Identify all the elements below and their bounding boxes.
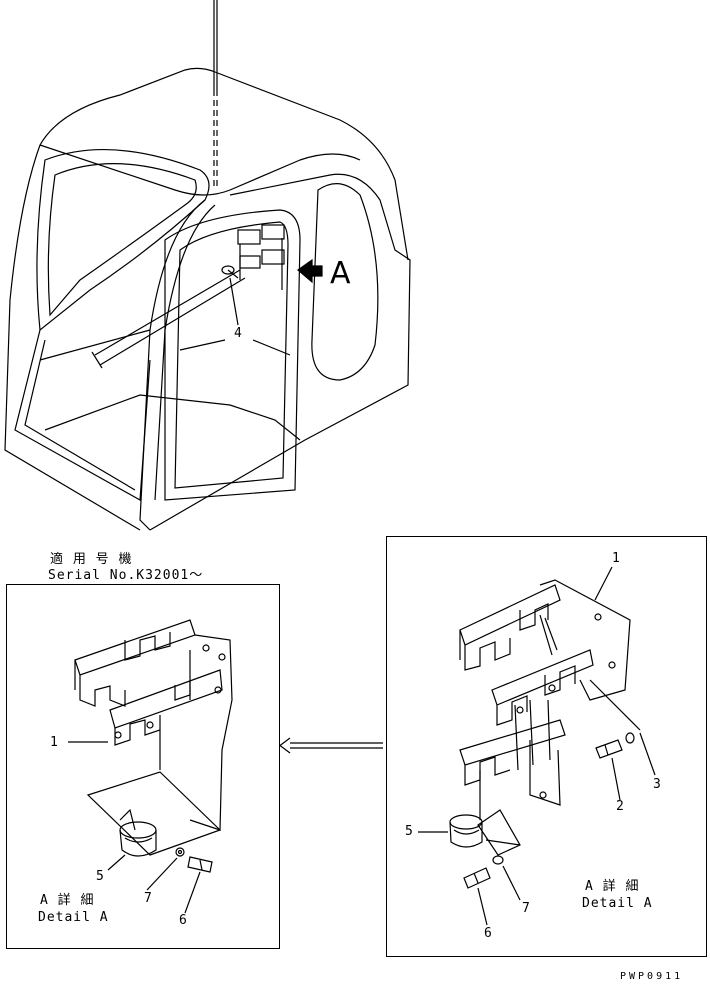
left-detail-title-jp: A 詳 細 <box>40 893 95 908</box>
right-callout-6: 6 <box>484 926 492 941</box>
right-callout-1: 1 <box>612 551 620 566</box>
right-callout-5: 5 <box>405 824 413 839</box>
view-arrow-label: A <box>330 256 351 291</box>
left-detail-title-en: Detail A <box>38 910 109 925</box>
right-detail-illustration <box>418 566 656 926</box>
right-callout-7: 7 <box>522 901 530 916</box>
left-detail-illustration <box>68 619 233 914</box>
right-detail-title-en: Detail A <box>582 896 653 911</box>
transfer-arrow <box>279 737 383 754</box>
right-detail-frame <box>386 536 707 957</box>
left-callout-7: 7 <box>144 891 152 906</box>
right-detail-title-jp: A 詳 細 <box>585 879 640 894</box>
cab-illustration <box>4 0 411 531</box>
left-callout-1: 1 <box>50 735 58 750</box>
drawing-code: PWP0911 <box>620 971 684 982</box>
callout-4: 4 <box>234 326 242 341</box>
right-callout-3: 3 <box>653 777 661 792</box>
applicability-heading-jp: 適 用 号 機 <box>50 552 133 567</box>
left-detail-frame <box>6 584 280 949</box>
left-callout-5: 5 <box>96 869 104 884</box>
right-callout-2: 2 <box>616 799 624 814</box>
left-callout-6: 6 <box>179 913 187 928</box>
serial-number-label: Serial No.K32001～ <box>48 568 204 583</box>
